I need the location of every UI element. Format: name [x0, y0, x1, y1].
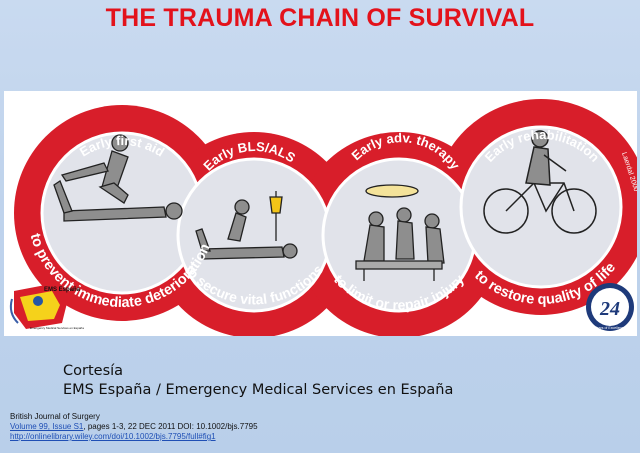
svg-text:24: 24 — [599, 298, 620, 320]
first-aid-figure — [53, 134, 183, 222]
credit-line-2: EMS España / Emergency Medical Services … — [63, 382, 454, 398]
page-title: THE TRAUMA CHAIN OF SURVIVAL — [105, 4, 535, 32]
chain-diagram: Early first aid to prevent immediate det… — [4, 91, 637, 336]
citation: British Journal of Surgery Volume 99, Is… — [10, 412, 258, 442]
svg-text:Emergency Medical Services en: Emergency Medical Services en España — [30, 326, 84, 330]
anniversary-seal: 24 Years of Excellence — [586, 283, 634, 331]
credit-block: Cortesía EMS España / Emergency Medical … — [63, 362, 453, 400]
citation-details: Volume 99, Issue S1, pages 1-3, 22 DEC 2… — [10, 422, 258, 432]
rehab-figure — [483, 130, 597, 234]
ems-espana-logo: EMS España Emergency Medical Services en… — [9, 283, 84, 330]
bls-als-figure — [195, 191, 298, 260]
adv-therapy-figure — [355, 184, 445, 281]
volume-link[interactable]: Volume 99, Issue S1 — [10, 422, 84, 431]
chain-graphic: Early first aid to prevent immediate det… — [9, 99, 637, 336]
svg-text:Years of Excellence: Years of Excellence — [595, 326, 626, 330]
citation-journal: British Journal of Surgery — [10, 412, 100, 421]
credit-line-1: Cortesía — [63, 363, 124, 379]
citation-details-text: , pages 1-3, 22 DEC 2011 DOI: 10.1002/bj… — [83, 422, 258, 431]
star-of-life-icon — [33, 296, 43, 306]
svg-text:EMS España: EMS España — [44, 287, 81, 293]
link-4-inner — [459, 125, 623, 289]
article-url-link[interactable]: http://onlinelibrary.wiley.com/doi/10.10… — [10, 432, 216, 441]
